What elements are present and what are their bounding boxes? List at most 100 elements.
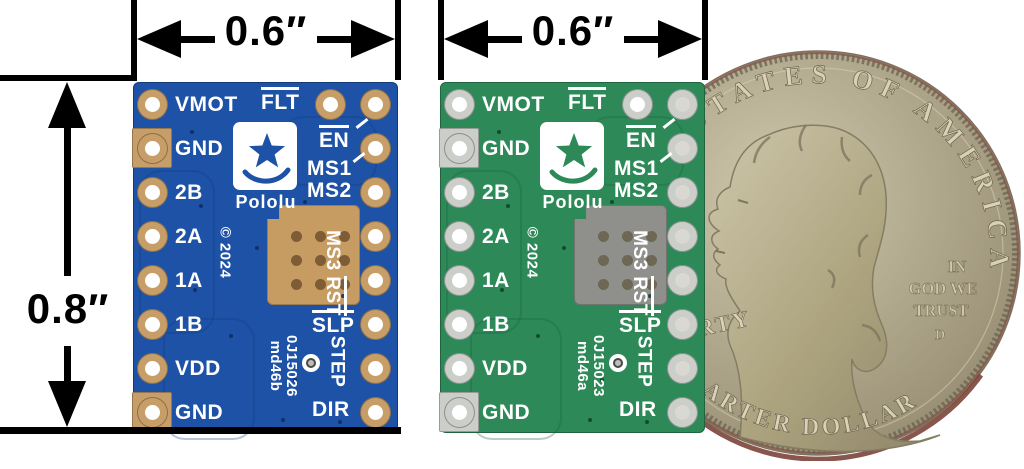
pin-hole-center [144, 360, 160, 376]
quarter-coin: STATES OF AMERICA ARTER DOLLAR RTY IN GO… [615, 50, 1021, 461]
pin-hole-center [451, 316, 467, 332]
motto-line-2: GOD WE [909, 279, 978, 298]
dim2-shaft-right [624, 36, 660, 43]
pin-hole [359, 132, 391, 164]
pin-hole [666, 88, 698, 120]
pin-label-dir: DIR [312, 398, 350, 421]
pin-hole [136, 308, 168, 340]
pin-label-slp: SLP [312, 310, 355, 336]
pololu-logo [233, 122, 297, 190]
pin-hole [136, 396, 168, 428]
via-dot [610, 200, 614, 204]
via-dot [500, 288, 504, 292]
bust-face-lines [715, 199, 749, 254]
pad-via [646, 231, 657, 242]
pin-hole [136, 352, 168, 384]
pin-hole [443, 220, 475, 252]
pin-hole [666, 308, 698, 340]
dim2-shaft-left [486, 36, 522, 43]
pad-via [315, 255, 326, 266]
pin-hole [443, 264, 475, 296]
pin-label-vdd: VDD [482, 357, 528, 380]
pin-hole [359, 308, 391, 340]
pin-hole-center [674, 184, 690, 200]
dim-height-label: 0.8″ [26, 285, 110, 332]
pin-hole-center [451, 360, 467, 376]
dim1-arrowhead-left [137, 20, 181, 58]
pin-hole-center [451, 184, 467, 200]
via-hole [609, 354, 627, 372]
via-dot [497, 130, 501, 134]
pin-hole [443, 396, 475, 428]
pin-label-en: EN [319, 125, 350, 151]
bust-hair-curls [752, 124, 882, 342]
pin-hole-center [367, 272, 383, 288]
pin-hole [666, 396, 698, 428]
pin-hole-center [144, 140, 160, 156]
washington-bust [708, 124, 941, 453]
pin-hole-center [674, 404, 690, 420]
pin-hole-center [144, 272, 160, 288]
pin-label-ms1: MS1 [614, 157, 659, 180]
pin-hole [666, 220, 698, 252]
dim2-arrowhead-right [658, 20, 702, 58]
copyright-text: © 2024 [216, 226, 234, 279]
via-dot [588, 418, 592, 422]
via-dot [193, 288, 197, 292]
via-hole-center [306, 358, 316, 368]
pad-via [291, 279, 302, 290]
via-dot [255, 246, 259, 250]
pololu-wordmark: Pololu [542, 192, 604, 212]
pin-hole [666, 176, 698, 208]
dim2-width-label: 0.6″ [531, 7, 615, 54]
motto-line-1: IN [948, 257, 966, 276]
via-dot [506, 204, 510, 208]
pad-via [622, 231, 633, 242]
part-number: 0J15023 [590, 335, 607, 397]
pad-via [291, 255, 302, 266]
pin-hole-center [144, 404, 160, 420]
via-dot [190, 130, 194, 134]
via-dot [229, 334, 233, 338]
pad-via [291, 231, 302, 242]
copyright-text: © 2024 [523, 226, 541, 279]
pin-label-flt: FLT [568, 87, 607, 113]
pad-via [339, 279, 350, 290]
pin-label-dir: DIR [619, 398, 657, 421]
via-dot [536, 334, 540, 338]
dim2-arrowhead-left [444, 20, 488, 58]
pad-via [646, 255, 657, 266]
pin-label-1a: 1A [175, 269, 203, 292]
pin-hole-center [367, 140, 383, 156]
pin-label-step: STEP [326, 335, 348, 388]
pin-hole-center [451, 140, 467, 156]
via-dot [199, 204, 203, 208]
dim-height-arrowhead-up [48, 82, 86, 128]
pin-label-gnd-top: GND [175, 137, 224, 160]
pcb-trace [163, 318, 255, 440]
pin-label-gnd-bottom: GND [175, 401, 224, 424]
pad-via [598, 279, 609, 290]
dim1-extension-right [395, 0, 401, 80]
green-driver-board: VMOT GND 2B 2A 1A 1B VDD GND FLT EN MS1 … [439, 82, 705, 440]
via-dot [338, 420, 342, 424]
pin-hole-center [451, 96, 467, 112]
dim1-width-label: 0.6″ [224, 7, 308, 54]
pin-hole-center [674, 272, 690, 288]
pololu-logo [540, 122, 604, 190]
pin-hole-center [367, 228, 383, 244]
pin-hole [359, 176, 391, 208]
via-dot [281, 418, 285, 422]
dim2-extension-left [438, 0, 444, 80]
part-number-block: 0J15026 md46b [267, 320, 300, 412]
pin-label-2a: 2A [175, 225, 203, 248]
pin-hole [359, 264, 391, 296]
pin-hole [359, 88, 391, 120]
dim1-extension-left [131, 0, 137, 80]
pin-label-vdd: VDD [175, 357, 221, 380]
dim-height-shaft-top [64, 126, 71, 276]
thermal-pad [574, 205, 667, 305]
pin-hole [443, 308, 475, 340]
pin-label-1a: 1A [482, 269, 510, 292]
pin-hole [443, 132, 475, 164]
